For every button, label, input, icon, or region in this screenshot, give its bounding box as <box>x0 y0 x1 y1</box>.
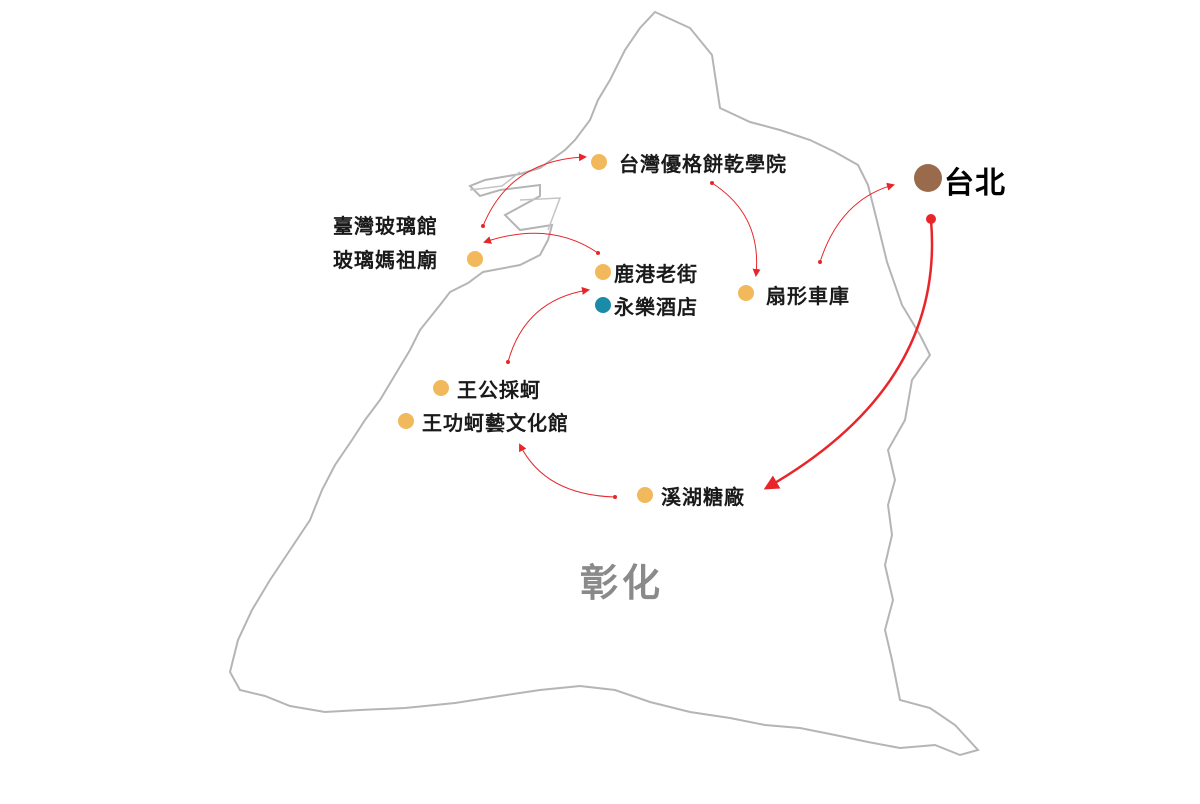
attraction-marker <box>637 487 653 503</box>
label-oyster-harvest: 王公採蚵 <box>457 378 541 402</box>
attraction-marker <box>398 413 414 429</box>
origin-marker <box>914 164 942 192</box>
hotel-marker <box>595 297 611 313</box>
label-hotel: 永樂酒店 <box>614 295 698 319</box>
label-lukang: 鹿港老街 <box>614 262 698 286</box>
route-point <box>818 260 822 264</box>
label-glass-museum: 臺灣玻璃館 <box>333 214 438 238</box>
label-glass-temple: 玻璃媽祖廟 <box>333 248 438 272</box>
route-lukang-to-temple <box>483 232 599 254</box>
attraction-marker <box>433 380 449 396</box>
route-point <box>613 495 617 499</box>
label-oyster-museum: 王功蚵藝文化館 <box>422 411 569 435</box>
attraction-marker <box>467 251 483 267</box>
coast-channel <box>469 171 562 231</box>
route-bakery-to-roundhouse <box>711 182 761 277</box>
label-sugar-factory: 溪湖糖廠 <box>661 485 745 509</box>
route-taipei-to-sugar <box>763 219 934 490</box>
route-point <box>710 181 714 185</box>
route-point <box>596 251 600 255</box>
label-region: 彰化 <box>580 560 665 605</box>
label-origin: 台北 <box>944 166 1006 201</box>
route-sugar-to-oyster <box>519 443 616 498</box>
label-roundhouse: 扇形車庫 <box>766 284 850 308</box>
route-temple-to-bakery <box>482 153 587 227</box>
attraction-marker <box>738 285 754 301</box>
attraction-marker <box>591 154 607 170</box>
route-oyster-to-lukang <box>507 286 590 363</box>
route-point <box>506 360 510 364</box>
region-outline <box>228 10 980 757</box>
route-point <box>481 224 485 228</box>
route-roundhouse-to-taipei <box>819 182 895 263</box>
label-bakery-academy: 台灣優格餅乾學院 <box>619 152 787 176</box>
attraction-marker <box>595 264 611 280</box>
route-start-dot <box>926 214 936 224</box>
